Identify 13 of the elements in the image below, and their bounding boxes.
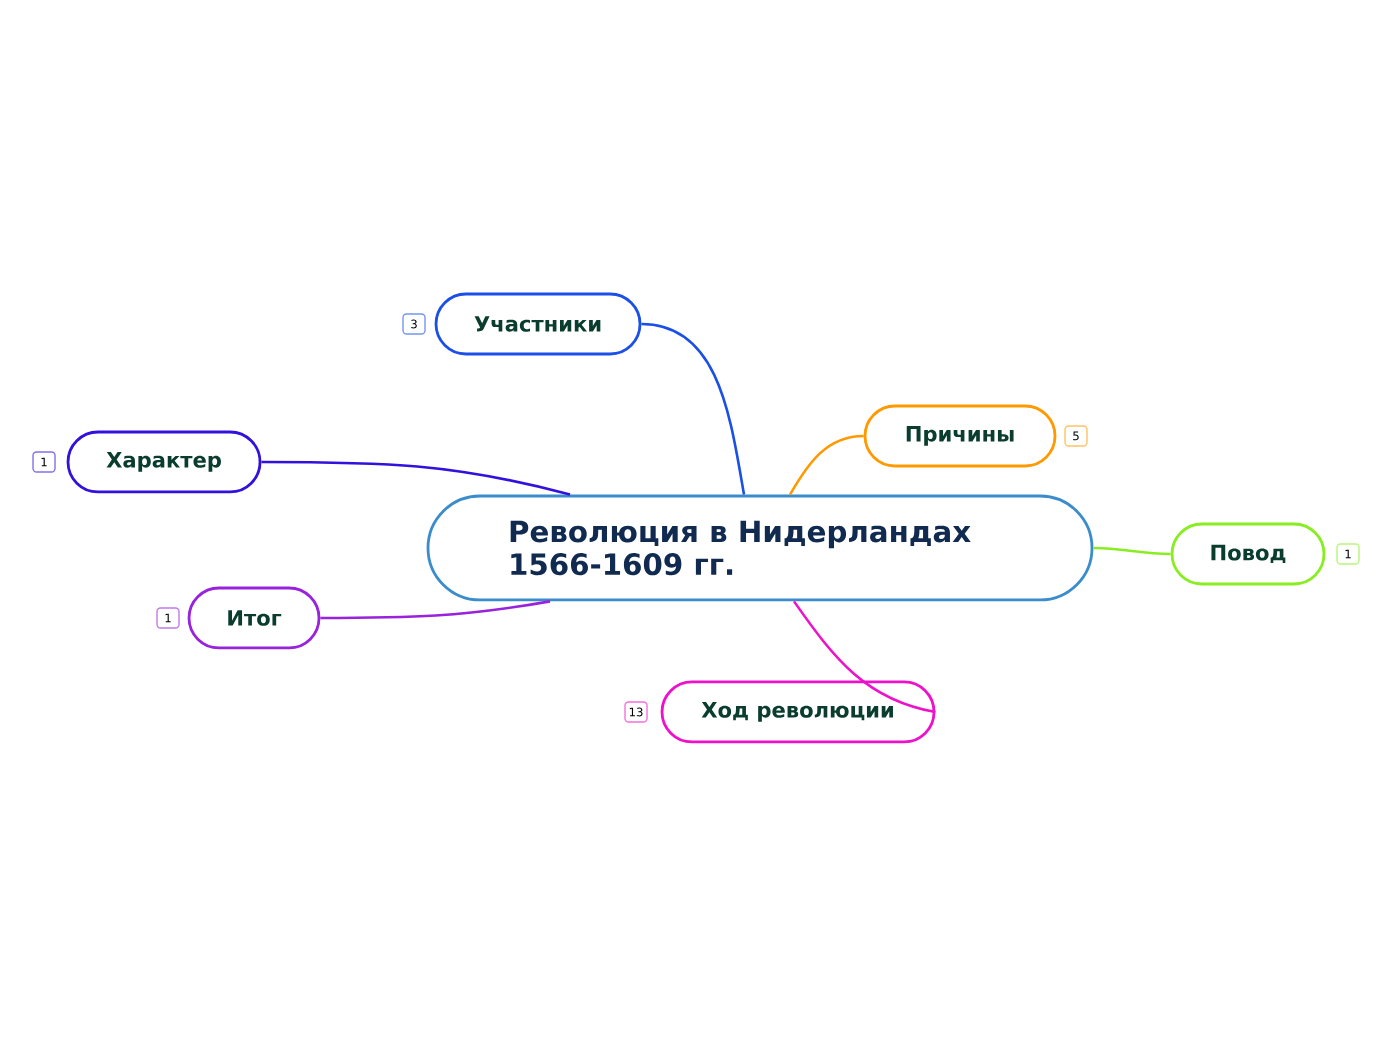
connector-line xyxy=(320,600,551,620)
central-topic-box: Революция в Нидерландах 1566-1609 гг. xyxy=(426,494,1094,602)
connector-line xyxy=(261,460,571,496)
topic-box: Характер xyxy=(66,430,262,494)
topic-box: Ход революции xyxy=(660,680,936,744)
connector-line xyxy=(1093,546,1171,556)
topic-box: Повод xyxy=(1170,522,1326,586)
connector-line xyxy=(641,322,746,495)
topic-box: Итог xyxy=(187,586,321,650)
topic-box: Причины xyxy=(863,404,1057,468)
topic-box: Участники xyxy=(434,292,642,356)
connector-line xyxy=(792,600,936,714)
connector-line xyxy=(788,434,864,496)
